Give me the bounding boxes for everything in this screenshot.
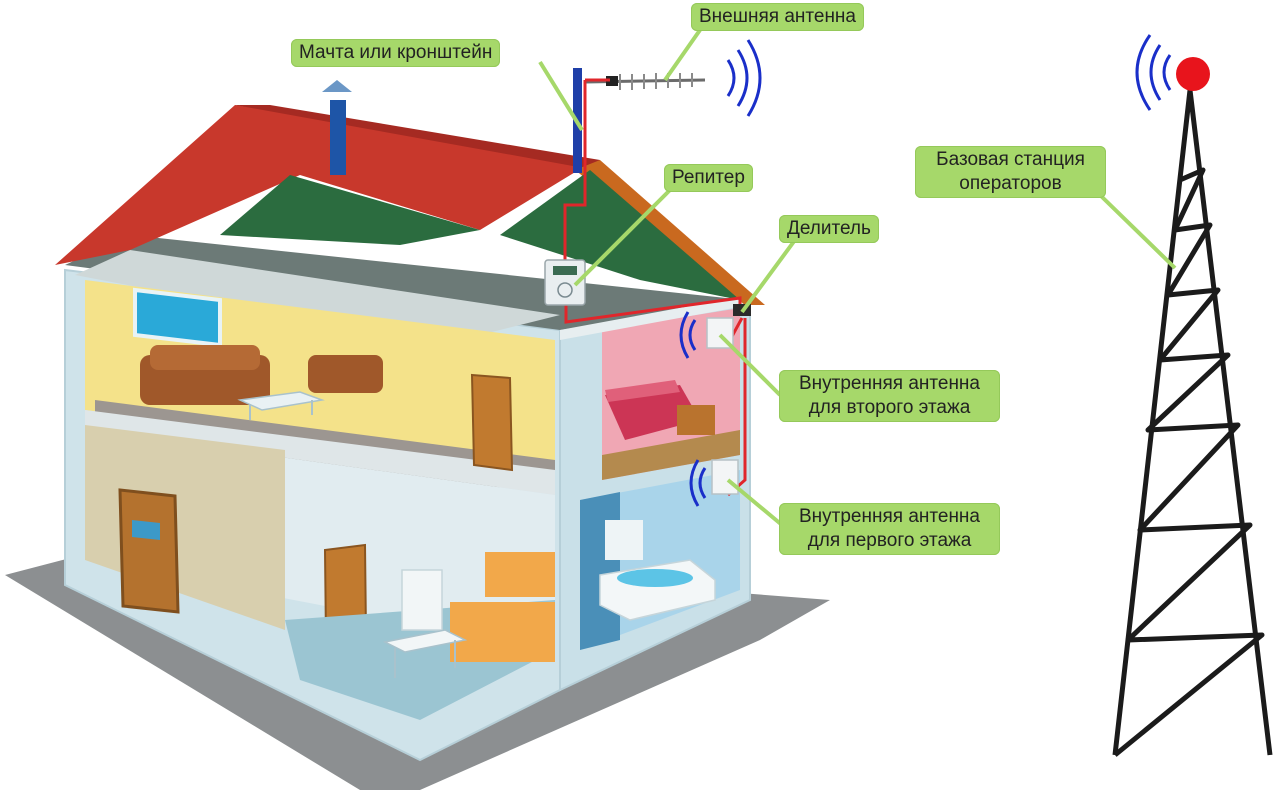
label-base-station-line2: операторов	[959, 173, 1062, 194]
indoor-antenna-first-icon	[711, 459, 739, 495]
label-base-station: Базовая станция операторов	[915, 146, 1106, 198]
indoor-antenna-second-icon	[706, 317, 734, 349]
stone-wall	[85, 425, 285, 630]
signal-waves-tower	[1135, 34, 1172, 111]
beacon-icon	[1176, 57, 1210, 91]
label-external-antenna: Внешняя антенна	[691, 3, 864, 31]
house	[64, 235, 751, 762]
label-splitter-text: Делитель	[787, 218, 871, 239]
front-door	[118, 488, 180, 614]
label-indoor-second-line1: Внутренняя антенна	[798, 373, 980, 394]
label-mast: Мачта или кронштейн	[291, 39, 501, 67]
label-external-antenna-text: Внешняя антенна	[699, 6, 856, 27]
armchair	[308, 355, 383, 393]
external-antenna-icon	[584, 73, 706, 90]
signal-waves-second	[679, 311, 697, 359]
label-splitter: Делитель	[779, 215, 879, 243]
sink	[605, 520, 643, 560]
label-indoor-second: Внутренняя антенна для второго этажа	[779, 370, 1000, 422]
kitchen	[401, 552, 555, 662]
base-station-tower	[1112, 87, 1273, 757]
cable-path	[563, 78, 747, 497]
coffee-table	[237, 391, 325, 420]
label-indoor-first-line2: для первого этажа	[807, 530, 972, 551]
repeater-icon	[544, 259, 586, 306]
label-repeater-text: Репитер	[672, 167, 745, 188]
signal-waves-first	[689, 459, 707, 507]
label-mast-text: Мачта или кронштейн	[299, 42, 493, 63]
bed	[605, 380, 700, 440]
door-upper	[470, 373, 514, 472]
nightstand	[677, 405, 715, 435]
leader-lines	[538, 28, 1177, 527]
window	[133, 287, 222, 348]
label-indoor-second-line2: для второго этажа	[808, 397, 971, 418]
sofa	[140, 345, 270, 405]
dining-table	[382, 629, 468, 678]
chimney	[322, 80, 352, 175]
label-indoor-first: Внутренняя антенна для первого этажа	[779, 503, 1000, 555]
bathtub	[599, 559, 716, 621]
label-indoor-first-line1: Внутренняя антенна	[798, 506, 980, 527]
label-repeater: Репитер	[664, 164, 753, 192]
signal-waves-external	[726, 39, 762, 117]
label-base-station-line1: Базовая станция	[936, 149, 1085, 170]
roof	[55, 105, 765, 305]
